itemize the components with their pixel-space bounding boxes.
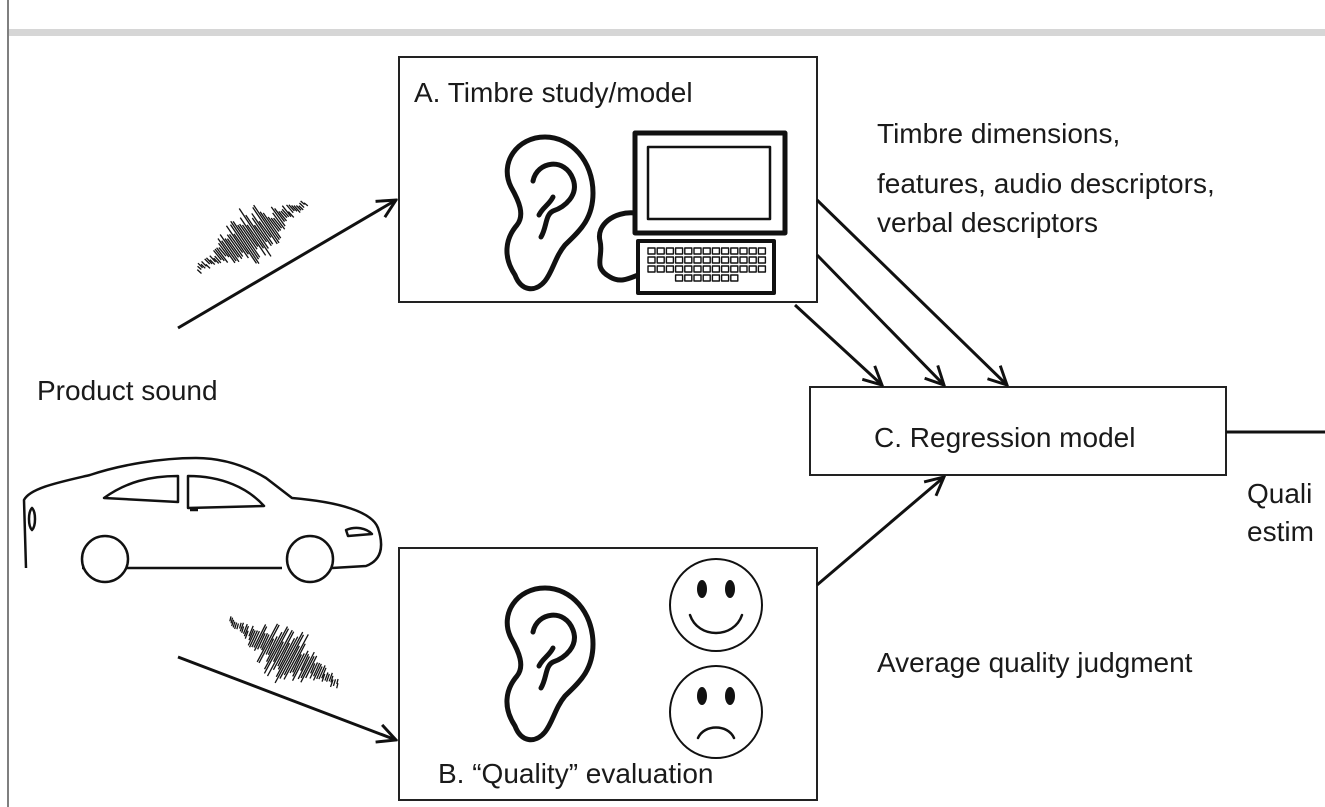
computer-icon	[597, 130, 788, 295]
car-icon	[22, 456, 383, 584]
estimate-label-line-2: estim	[1247, 516, 1314, 547]
quality-evaluation-label: B. “Quality” evaluation	[438, 758, 714, 789]
sad-face-icon	[669, 665, 763, 759]
regression-model-label: C. Regression model	[874, 422, 1136, 453]
timbre-outputs-line-1: Timbre dimensions,	[877, 118, 1121, 149]
ear-icon	[504, 585, 596, 743]
arrow-timbre-to-regression-1	[793, 303, 882, 385]
top-divider-bar	[9, 29, 1325, 36]
arrow-sound-to-quality	[177, 655, 396, 740]
estimate-label-line-1: Quali	[1247, 478, 1313, 509]
ear-icon	[504, 134, 596, 292]
arrow-sound-to-timbre	[177, 200, 396, 330]
arrow-quality-to-regression	[816, 477, 944, 587]
product-sound-label: Product sound	[37, 375, 218, 406]
quality-output-label: Average quality judgment	[877, 647, 1193, 678]
timbre-outputs-line-3: verbal descriptors	[877, 207, 1098, 238]
arrow-timbre-to-regression-2	[815, 253, 944, 385]
sound-wave-icon	[196, 200, 309, 275]
timbre-study-label: A. Timbre study/model	[414, 77, 693, 108]
timbre-outputs-line-2: features, audio descriptors,	[877, 168, 1215, 199]
sound-wave-icon	[229, 616, 339, 689]
happy-face-icon	[669, 558, 763, 652]
arrow-timbre-to-regression-3	[815, 198, 1007, 385]
